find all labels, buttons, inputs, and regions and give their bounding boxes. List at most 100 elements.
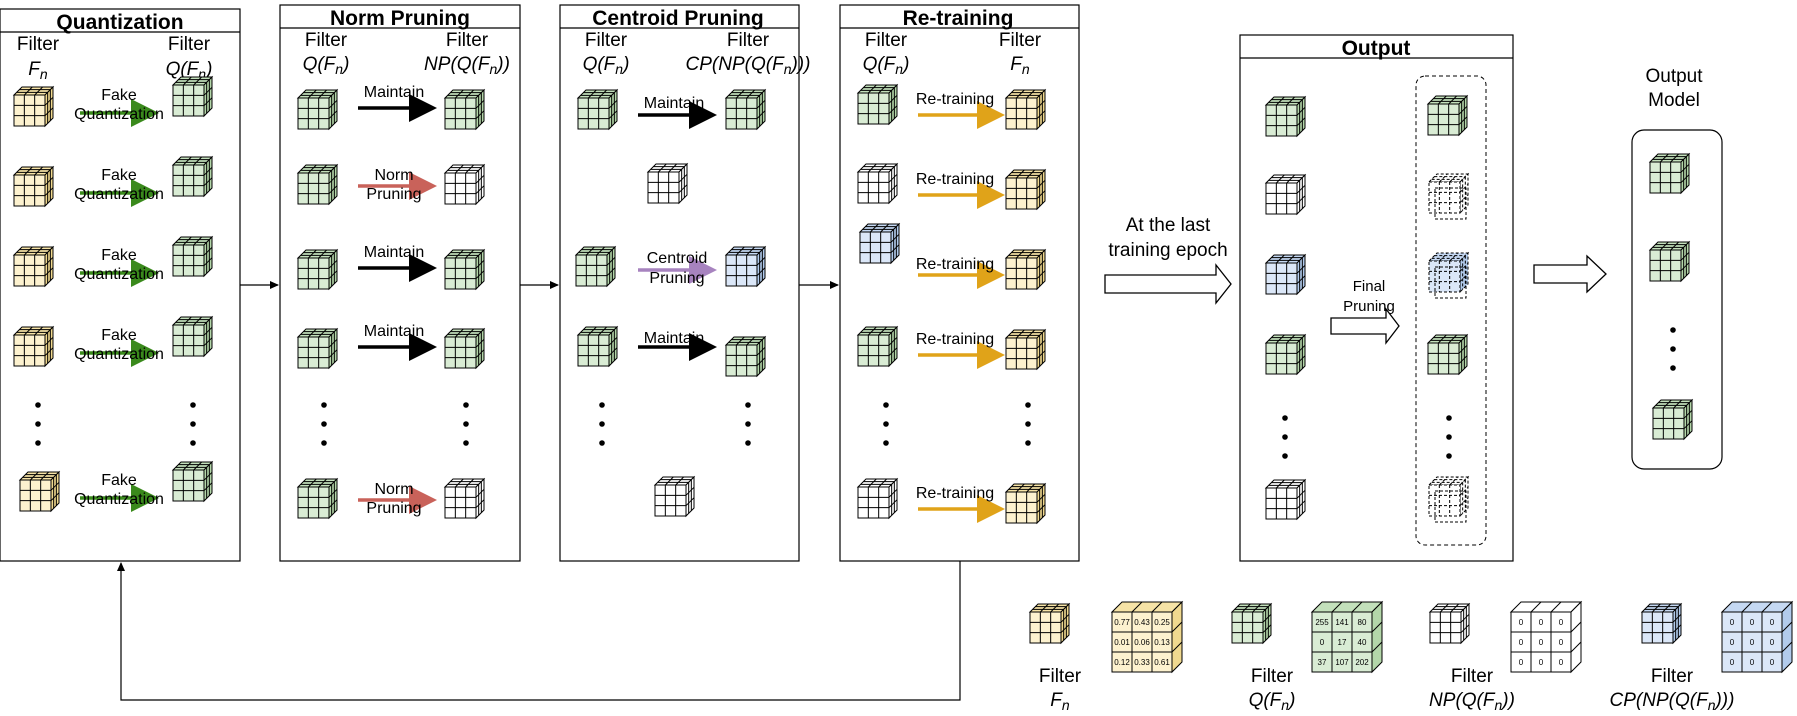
filter-cube [1264, 95, 1307, 138]
arrow-label: Re-training [916, 256, 994, 273]
filter-cube [1264, 253, 1307, 296]
legend-label: Filter [1651, 666, 1694, 687]
panel-title: Quantization [56, 11, 183, 34]
legend-sublabel: Q(Fn) [1249, 690, 1296, 713]
filter-cube [1004, 168, 1047, 211]
matrix-value: 0 [1519, 618, 1524, 627]
arrow-label: Fake [101, 87, 137, 104]
ellipsis-dots [1670, 327, 1676, 371]
arrow-label: Quantization [74, 346, 164, 363]
arrow-label: Quantization [74, 266, 164, 283]
matrix-value: 0.13 [1154, 638, 1170, 647]
ellipsis-dots [745, 402, 751, 446]
filter-cube [443, 477, 486, 520]
column-subheader: Q(Fn) [583, 54, 630, 77]
panel-title: Output [1342, 37, 1411, 60]
arrow-label: Pruning [366, 186, 421, 203]
matrix-value: 0.77 [1114, 618, 1130, 627]
filter-cube [856, 325, 899, 368]
filter-cube [12, 85, 55, 128]
column-subheader: Q(Fn) [303, 54, 350, 77]
column-header: Filter [999, 30, 1042, 51]
panel-title: Norm Pruning [330, 7, 470, 30]
filter-cube [1640, 602, 1683, 645]
matrix-value: 0 [1539, 658, 1544, 667]
legend-label: Filter [1451, 666, 1494, 687]
arrow-label: Maintain [644, 95, 704, 112]
filter-cube [443, 248, 486, 291]
matrix-value: 17 [1338, 638, 1347, 647]
legend-sublabel: CP(NP(Q(Fn))) [1610, 690, 1735, 713]
panel-centroid-pruning: Centroid Pruning Filter Q(Fn) Filter CP(… [559, 4, 810, 562]
output-model-label: Model [1648, 90, 1700, 111]
filter-cube [574, 245, 617, 288]
filter-cube [856, 162, 899, 205]
transition-label: training epoch [1108, 240, 1227, 261]
matrix-value: 0.25 [1154, 618, 1170, 627]
arrow-label: Re-training [916, 171, 994, 188]
filter-cube [1004, 482, 1047, 525]
filter-cube [856, 477, 899, 520]
legend-label: Filter [1039, 666, 1082, 687]
filter-cube [856, 83, 899, 126]
filter-cube [1428, 602, 1471, 645]
output-model-label: Output [1645, 66, 1703, 87]
matrix-value: 0 [1559, 658, 1564, 667]
arrow-label: Fake [101, 167, 137, 184]
matrix-value: 0 [1770, 658, 1775, 667]
arrow-label: Fake [101, 327, 137, 344]
final-pruned-group [1415, 75, 1487, 546]
hollow-arrows [1104, 254, 1607, 345]
arrow-label: Re-training [916, 485, 994, 502]
matrix-value: 80 [1358, 618, 1367, 627]
filter-cube [443, 327, 486, 370]
arrow-label: Fake [101, 247, 137, 264]
pruned-filter-cube [1427, 172, 1470, 220]
matrix-value: 0.12 [1114, 658, 1130, 667]
matrix-value: 0.01 [1114, 638, 1130, 647]
matrix-value: 0 [1539, 638, 1544, 647]
final-pruning-label: Pruning [1343, 298, 1395, 315]
filter-cube [858, 222, 901, 265]
arrow-label: Maintain [644, 330, 704, 347]
matrix-value: 0 [1770, 618, 1775, 627]
matrix-value: 0 [1730, 658, 1735, 667]
column-header: Filter [446, 30, 489, 51]
filter-cube [1648, 240, 1691, 283]
column-subheader: Q(Fn) [166, 59, 213, 82]
filter-cube [724, 335, 767, 378]
filter-cube [296, 163, 339, 206]
column-header: Filter [727, 30, 770, 51]
matrix-value: 0 [1730, 638, 1735, 647]
ellipsis-dots [321, 402, 327, 446]
ellipsis-dots [463, 402, 469, 446]
matrix-value: 0.06 [1134, 638, 1150, 647]
arrow-label: Centroid [647, 250, 707, 267]
filter-cube [296, 88, 339, 131]
dynamic-layer: FakeQuantizationFakeQuantizationFakeQuan… [12, 75, 1794, 713]
matrix-value: 202 [1355, 658, 1369, 667]
arrow-label: Norm [374, 481, 413, 498]
filter-cube [171, 460, 214, 503]
arrow-label: Pruning [366, 500, 421, 517]
filter-cube [296, 327, 339, 370]
column-header: Filter [17, 34, 60, 55]
filter-cube [296, 248, 339, 291]
filter-cube [443, 163, 486, 206]
filter-cube [1004, 248, 1047, 291]
filter-cube [576, 325, 619, 368]
output-model: Output Model [1631, 66, 1723, 470]
ellipsis-dots [190, 402, 196, 446]
ellipsis-dots [1282, 415, 1288, 459]
connector-arrows [117, 281, 961, 701]
column-subheader: NP(Q(Fn)) [424, 54, 510, 77]
ellipsis-dots [599, 402, 605, 446]
column-subheader: Fn [28, 59, 48, 82]
arrow-label: Fake [101, 472, 137, 489]
filter-cube [646, 162, 689, 205]
panel-title: Re-training [903, 7, 1014, 30]
matrix-value: 0.43 [1134, 618, 1150, 627]
